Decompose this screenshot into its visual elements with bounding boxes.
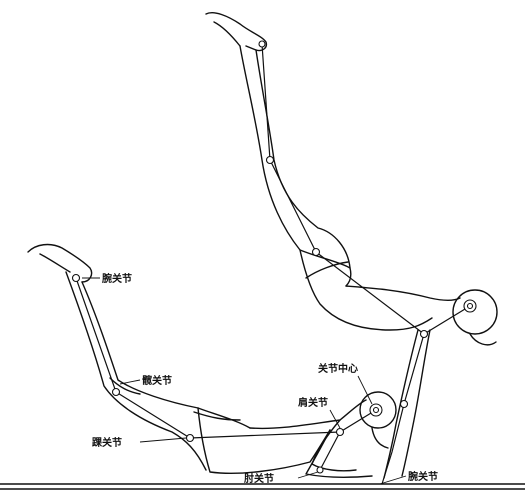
upper-elbow-joint	[401, 401, 408, 408]
lower-feet-outline	[28, 245, 92, 282]
upper-shoulder-joint	[421, 331, 428, 338]
lower-knee-joint	[113, 389, 120, 396]
label-hip-joint: 髋关节	[142, 374, 172, 387]
lower-shoulder-joint	[337, 429, 344, 436]
upper-leg-outline	[240, 46, 351, 286]
upper-knee-joint	[267, 157, 274, 164]
label-shoulder-joint: 肩关节	[298, 396, 328, 409]
lower-leg-outline	[82, 282, 250, 428]
lower-ankle-joint	[73, 275, 80, 282]
lower-hip-joint	[187, 435, 194, 442]
upper-hip-joint	[313, 249, 320, 256]
lower-figure	[28, 245, 396, 478]
upper-skeleton	[262, 44, 470, 334]
lower-skeleton	[76, 278, 376, 438]
upper-ankle-joint	[259, 41, 265, 47]
lower-arm-outline	[312, 420, 356, 471]
label-wrist-joint-bottom: 腕关节	[408, 470, 438, 483]
label-ankle-joint: 踝关节	[92, 436, 122, 449]
upper-figure	[206, 13, 497, 484]
label-joint-center: 关节中心	[318, 362, 358, 375]
upper-feet-outline	[206, 13, 266, 51]
label-elbow-joint: 肘关节	[244, 472, 274, 485]
label-wrist-joint-top: 腕关节	[102, 272, 132, 285]
